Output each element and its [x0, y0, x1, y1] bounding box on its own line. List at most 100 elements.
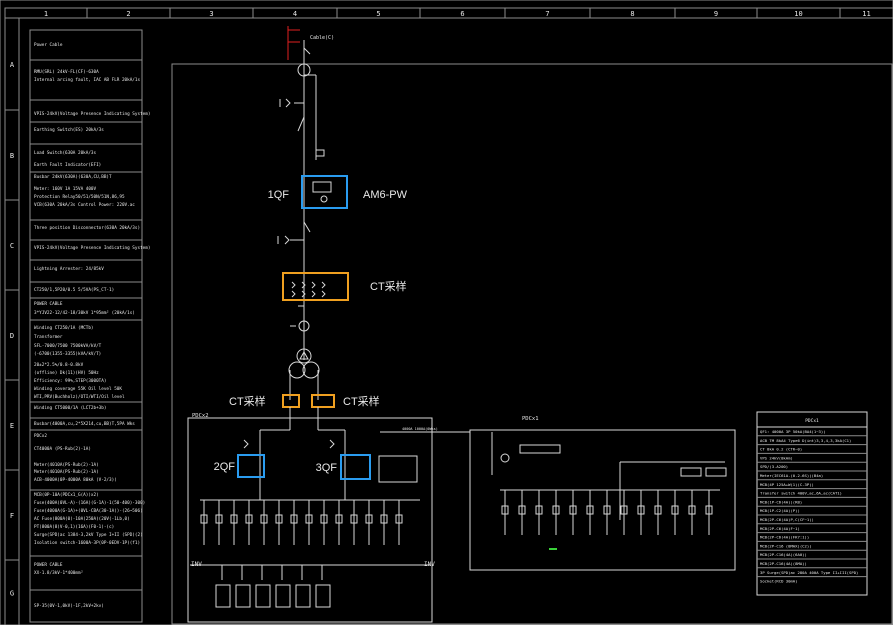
- pdc1-switch-box-2: [705, 467, 727, 477]
- spec-line: Transformer: [34, 334, 63, 340]
- column-number: 4: [293, 10, 297, 18]
- ct-sample-symbol: [321, 281, 326, 289]
- pdc1-feeder-breaker: [569, 505, 577, 515]
- pdc2-feeder-breaker: [365, 514, 373, 524]
- spec-table-row: SPD/(3.A200): [760, 464, 788, 469]
- column-number: 7: [545, 10, 549, 18]
- spec-line: Earth Fault Indicator(EFI): [34, 162, 101, 168]
- inv-label-left: INV: [191, 561, 202, 568]
- pdc2-feeder-breaker: [305, 514, 313, 524]
- label-3qf: 3QF: [316, 462, 338, 474]
- spec-line: Protection Relay50/51/50N/51N,86,95: [34, 194, 125, 200]
- column-number: 2: [126, 10, 130, 18]
- spec-table-row: 3P Surge(SPD)ac 280A 400A Type II+III(SP…: [760, 570, 858, 575]
- feeder-detail: [303, 47, 311, 55]
- spec-line: Fuse(400A(0VL-A)-(16A)(G-1A)-1(50-400)-3…: [34, 500, 145, 506]
- disconnector-blade: [303, 221, 311, 233]
- pdc2-feeder-breaker: [200, 514, 208, 524]
- pdc2-aux-panel: [378, 455, 418, 483]
- drawing-area: [171, 63, 893, 625]
- pdc1-feeder-breaker: [688, 505, 696, 515]
- pdc2-feeder-breaker: [380, 514, 388, 524]
- pdc2-feeder-breaker: [320, 514, 328, 524]
- pdc1-feeder-breaker: [552, 505, 560, 515]
- pdc1-feeder-breaker: [654, 505, 662, 515]
- spec-line: Busbar 24kV(630A)(630A,CU,BB)T: [34, 174, 112, 180]
- breaker-3qf-box: [340, 454, 371, 480]
- spec-table-title: PDCx1: [805, 418, 819, 424]
- row-letter: A: [10, 61, 15, 69]
- spec-table-row: Transfer switch 400V,ac,6A,ac(CAT1): [760, 491, 842, 496]
- spec-line: VPIS-24kV(Voltage Presence Indicating Sy…: [34, 111, 150, 117]
- row-letter: C: [10, 242, 14, 250]
- breaker-2qf-box: [237, 454, 265, 478]
- spec-line: Isolation switch-1600A-3P(0P-0EDV-1P)(f1…: [34, 540, 140, 546]
- transformer-lv-winding-b: [302, 361, 320, 379]
- pdc2-label: PDCx2: [192, 413, 209, 419]
- ct-sample-symbol: [311, 281, 316, 289]
- spec-table-row: MCB(2P-C16(4A)(6A0)): [760, 552, 807, 557]
- row-letter: D: [10, 332, 14, 340]
- pdc1-switch-box: [680, 467, 702, 477]
- column-number: 11: [862, 10, 870, 18]
- pdc1-label-box: [519, 444, 561, 454]
- spec-line: Earthing Switch(ES) 20kA/3s: [34, 127, 104, 133]
- spec-table-row: Socket(RCD 30mA): [760, 579, 797, 584]
- spec-table-row: Meter(IEC61A-(0.2-6S))(B4a): [760, 473, 823, 478]
- spec-line: Internal arcing fault, IAC AB FLR 20kA/1…: [34, 77, 140, 83]
- spec-line: Winding coverage 55K Oil level 50K: [34, 386, 122, 392]
- surge-arrester: [298, 320, 310, 332]
- spec-table-row: ACB TM 8kA4 Type6 D(int)3,3,4,3,3kA(C1): [760, 438, 851, 443]
- pdc1-feeder-breaker: [671, 505, 679, 515]
- label-ct-left: CT采样: [229, 394, 266, 408]
- spec-line: PDCx2: [34, 433, 47, 439]
- pdc1-feeder-breaker: [518, 505, 526, 515]
- breaker-1qf-box: [301, 175, 348, 209]
- spec-line: VCB(630A 20kA/3s Control Power: 220V.ac: [34, 202, 135, 208]
- pdc1-feeder-breaker: [705, 505, 713, 515]
- ct-sample-symbol: [301, 290, 306, 298]
- pdc2-feeder-breaker: [245, 514, 253, 524]
- pdc1-green-marker: [549, 548, 557, 550]
- ct-sample-symbol: [291, 290, 296, 298]
- spec-table-row: VPS 24kV(8kAm): [760, 455, 793, 460]
- column-number: 9: [714, 10, 718, 18]
- breaker-relay: [312, 181, 332, 193]
- earthing-switch-symbol: [279, 98, 291, 108]
- inverter-box: [275, 584, 291, 608]
- arrester-detail: [290, 305, 304, 327]
- spec-table-row: MCB(1P-C6(4A))(RB): [760, 499, 802, 504]
- pdc2-feeder-breaker: [230, 514, 238, 524]
- spec-line: Meter: 160V 1A 15VA 400V: [34, 186, 96, 192]
- pdc1-feeder-breaker: [603, 505, 611, 515]
- spec-table-row: MCB(2P-C16(4A)(8MA)): [760, 561, 807, 566]
- spec-line: Load Switch(630A 20kA/3s: [34, 150, 96, 156]
- label-ct-top: CT采样: [370, 279, 407, 293]
- pdc1-meter: [500, 453, 510, 463]
- pdc2-feeder-breaker: [290, 514, 298, 524]
- bus-label: 4000A 1000A(0Wks): [402, 427, 438, 431]
- pdc2-ct-b: [329, 439, 335, 449]
- spec-line: Power Cable: [34, 42, 63, 48]
- spec-table-row: MCB(1P-C2(4A)(P)): [760, 508, 800, 513]
- spec-line: 3*YJV22-12/42-18/30kV 1*95mm² (20kA/1s): [34, 310, 135, 316]
- label-2qf: 2QF: [214, 461, 236, 473]
- spec-line: MCB(0P-10A(PDCx1_G(A))x2): [34, 492, 99, 498]
- spec-table-row: QF1: 4000A 3P 50kA(BA4(1~3)): [760, 429, 826, 434]
- spec-line: WTI,PRV(Buchholz)/OTI/WTI/Oil level: [34, 394, 125, 400]
- cable-label: Cable(C): [310, 35, 334, 41]
- spec-line: Three position Disconnector(630A 20kA/3s…: [34, 225, 140, 231]
- ct-sampling-box-right: [311, 394, 335, 408]
- ct-symbol-top: [297, 63, 311, 77]
- spec-table-row: MCB(2P-C6(4A)F~1): [760, 526, 800, 531]
- pdc1-feeder-breaker: [586, 505, 594, 515]
- spec-table-row: MCB(2P-C6(4A)(FK7:1)): [760, 535, 809, 540]
- pdc1-feeder-breaker: [501, 505, 509, 515]
- spec-table-row: MCB(2P-C6(4A)P,C(CF~1)): [760, 517, 814, 522]
- pdc1-feeder-breaker: [535, 505, 543, 515]
- load-switch-blade: [297, 116, 305, 132]
- ct-sample-symbol: [291, 281, 296, 289]
- ct-sampling-box-left: [282, 394, 300, 408]
- ct-sampling-box-top: [282, 272, 349, 301]
